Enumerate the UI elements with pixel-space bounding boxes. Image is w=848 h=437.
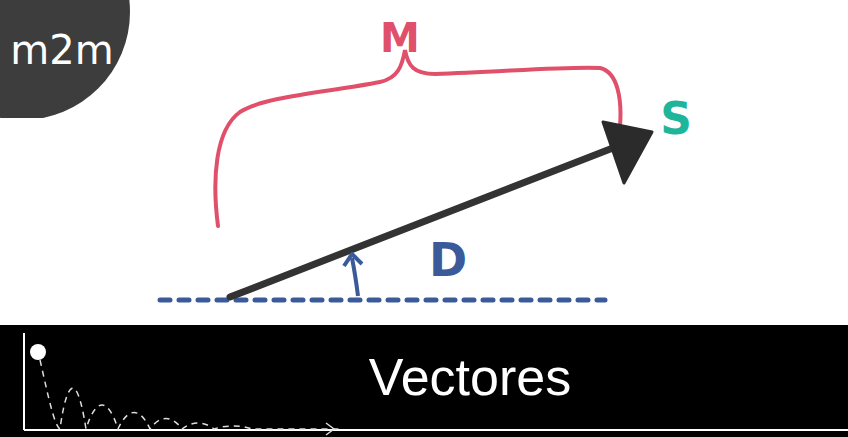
vector-shaft bbox=[230, 146, 618, 297]
title-text: Vectores bbox=[369, 347, 571, 407]
angle-arrowhead bbox=[344, 254, 362, 266]
magnitude-label: M bbox=[380, 15, 420, 61]
vector-head bbox=[603, 122, 652, 183]
angle-arc bbox=[352, 258, 358, 296]
magnitude-brace bbox=[215, 50, 620, 226]
direction-label: D bbox=[429, 233, 467, 287]
logo-badge: m2m bbox=[0, 0, 132, 118]
logo-text: m2m bbox=[10, 27, 113, 73]
sense-label: S bbox=[660, 93, 692, 144]
title-band: Vectores bbox=[0, 325, 848, 437]
